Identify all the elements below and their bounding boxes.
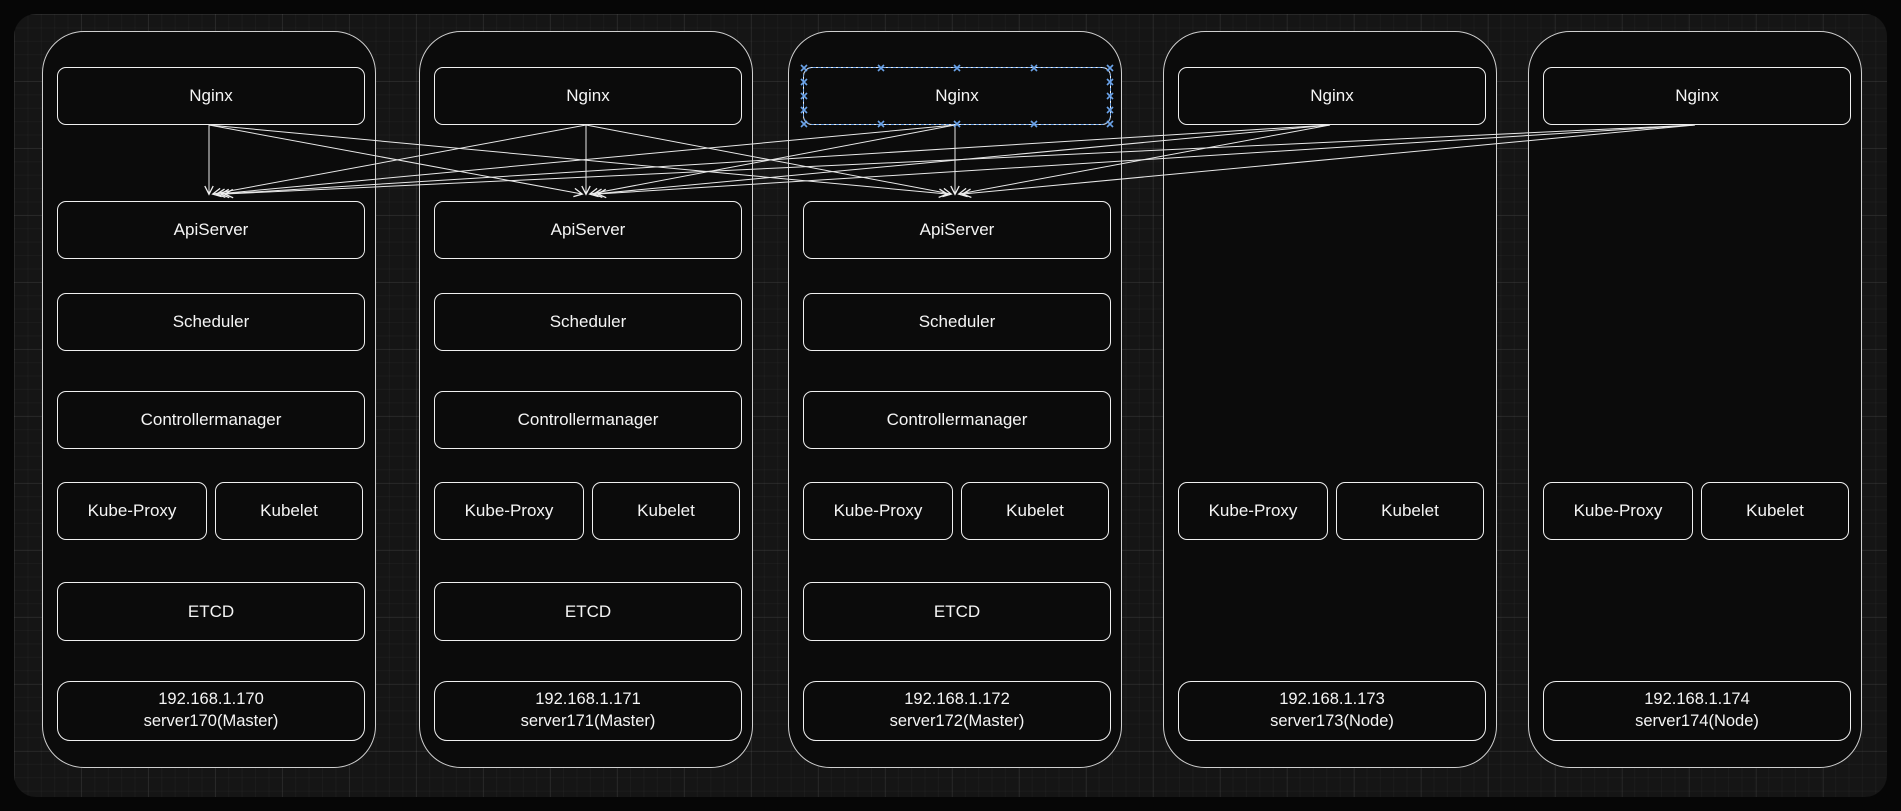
nginx-box-label: Nginx <box>935 86 979 105</box>
connection-point-handle-icon[interactable] <box>952 63 962 73</box>
scheduler-box-label: Scheduler <box>918 312 996 331</box>
connection-point-handle-icon[interactable] <box>1105 91 1115 101</box>
kube-proxy-box-label: Kube-Proxy <box>87 501 177 520</box>
nginx-box-label: Nginx <box>566 86 610 105</box>
kubelet-box-label: Kubelet <box>260 501 318 520</box>
server-ip-label: 192.168.1.174 <box>1644 690 1750 709</box>
etcd-box-label: ETCD <box>933 601 981 621</box>
connection-point-handle-icon[interactable] <box>1105 63 1115 73</box>
connector-nginx4-to-apiserver1[interactable] <box>221 124 1331 194</box>
server-ip-box[interactable]: 192.168.1.173 server173(Node) <box>1178 681 1486 741</box>
connection-point-handle-icon[interactable] <box>1105 77 1115 87</box>
connection-point-handle-icon[interactable] <box>799 105 809 115</box>
etcd-box-label: ETCD <box>187 601 235 621</box>
connection-point-handle-icon[interactable] <box>876 63 886 73</box>
connection-point-handle-icon[interactable] <box>876 119 886 129</box>
kube-proxy-box-label: Kube-Proxy <box>833 501 923 520</box>
etcd-box[interactable]: ETCD <box>803 582 1111 641</box>
nginx-box[interactable]: Nginx <box>434 67 742 125</box>
server-ip-label: 192.168.1.170 <box>158 690 264 709</box>
server-host-label: server173(Node) <box>1270 712 1394 730</box>
server-host-label: server170(Master) <box>143 712 279 730</box>
server-host-label: server172(Master) <box>889 712 1025 730</box>
kubelet-box[interactable]: Kubelet <box>1701 482 1849 540</box>
server-host-label: server174(Node) <box>1635 712 1759 730</box>
nginx-box[interactable]: Nginx <box>57 67 365 125</box>
connection-point-handle-icon[interactable] <box>799 77 809 87</box>
controllermanager-box-label: Controllermanager <box>517 410 659 429</box>
server-ip-box[interactable]: 192.168.1.174 server174(Node) <box>1543 681 1851 741</box>
kubelet-box[interactable]: Kubelet <box>961 482 1109 540</box>
etcd-box[interactable]: ETCD <box>434 582 742 641</box>
server-host-label: server171(Master) <box>520 712 656 730</box>
server-ip-label: 192.168.1.173 <box>1279 690 1385 709</box>
connection-point-handle-icon[interactable] <box>799 119 809 129</box>
apiserver-box-label: ApiServer <box>173 220 249 239</box>
apiserver-box[interactable]: ApiServer <box>434 201 742 259</box>
controllermanager-box-label: Controllermanager <box>886 410 1028 429</box>
server-ip-box[interactable]: 192.168.1.170 server170(Master) <box>57 681 365 741</box>
controllermanager-box[interactable]: Controllermanager <box>57 391 365 449</box>
nginx-box[interactable]: Nginx <box>1543 67 1851 125</box>
kubelet-box-label: Kubelet <box>637 501 695 520</box>
nginx-box-label: Nginx <box>1675 86 1719 105</box>
apiserver-box[interactable]: ApiServer <box>57 201 365 259</box>
etcd-box-label: ETCD <box>564 601 612 621</box>
scheduler-box[interactable]: Scheduler <box>434 293 742 351</box>
connection-point-handle-icon[interactable] <box>1029 119 1039 129</box>
nginx-box-label: Nginx <box>189 86 233 105</box>
kubelet-box[interactable]: Kubelet <box>592 482 740 540</box>
connector-nginx3-to-apiserver1[interactable] <box>217 124 956 194</box>
connection-point-handle-icon[interactable] <box>952 119 962 129</box>
nginx-box-label: Nginx <box>1310 86 1354 105</box>
connector-nginx1-to-apiserver2[interactable] <box>208 124 582 194</box>
controllermanager-box-label: Controllermanager <box>140 410 282 429</box>
connection-point-handle-icon[interactable] <box>1029 63 1039 73</box>
kubelet-box[interactable]: Kubelet <box>1336 482 1484 540</box>
kube-proxy-box-label: Kube-Proxy <box>1573 501 1663 520</box>
controllermanager-box[interactable]: Controllermanager <box>434 391 742 449</box>
nginx-box-selected[interactable]: Nginx <box>800 64 1114 128</box>
server-ip-box[interactable]: 192.168.1.171 server171(Master) <box>434 681 742 741</box>
apiserver-box-label: ApiServer <box>919 220 995 239</box>
connector-nginx5-to-apiserver1[interactable] <box>225 124 1696 194</box>
kube-proxy-box[interactable]: Kube-Proxy <box>1543 482 1693 540</box>
kubelet-box-label: Kubelet <box>1381 501 1439 520</box>
kube-proxy-box-label: Kube-Proxy <box>1208 501 1298 520</box>
connection-point-handle-icon[interactable] <box>799 91 809 101</box>
scheduler-box-label: Scheduler <box>549 312 627 331</box>
kube-proxy-box[interactable]: Kube-Proxy <box>1178 482 1328 540</box>
nginx-box[interactable]: Nginx <box>1178 67 1486 125</box>
apiserver-box[interactable]: ApiServer <box>803 201 1111 259</box>
controllermanager-box[interactable]: Controllermanager <box>803 391 1111 449</box>
server-ip-label: 192.168.1.172 <box>904 690 1010 709</box>
kube-proxy-box[interactable]: Kube-Proxy <box>803 482 953 540</box>
connection-point-handle-icon[interactable] <box>1105 119 1115 129</box>
server-ip-box[interactable]: 192.168.1.172 server172(Master) <box>803 681 1111 741</box>
connector-nginx1-to-apiserver3[interactable] <box>208 124 947 194</box>
etcd-box[interactable]: ETCD <box>57 582 365 641</box>
scheduler-box[interactable]: Scheduler <box>57 293 365 351</box>
kubelet-box-label: Kubelet <box>1746 501 1804 520</box>
scheduler-box[interactable]: Scheduler <box>803 293 1111 351</box>
connector-nginx5-to-apiserver2[interactable] <box>598 124 1696 194</box>
kubelet-box-label: Kubelet <box>1006 501 1064 520</box>
connector-nginx5-to-apiserver3[interactable] <box>963 124 1696 194</box>
connection-point-handle-icon[interactable] <box>1105 105 1115 115</box>
connection-point-handle-icon[interactable] <box>799 63 809 73</box>
kube-proxy-box[interactable]: Kube-Proxy <box>434 482 584 540</box>
kube-proxy-box-label: Kube-Proxy <box>464 501 554 520</box>
kube-proxy-box[interactable]: Kube-Proxy <box>57 482 207 540</box>
connector-nginx2-to-apiserver1[interactable] <box>213 124 587 194</box>
scheduler-box-label: Scheduler <box>172 312 250 331</box>
apiserver-box-label: ApiServer <box>550 220 626 239</box>
kubelet-box[interactable]: Kubelet <box>215 482 363 540</box>
server-ip-label: 192.168.1.171 <box>535 690 641 709</box>
